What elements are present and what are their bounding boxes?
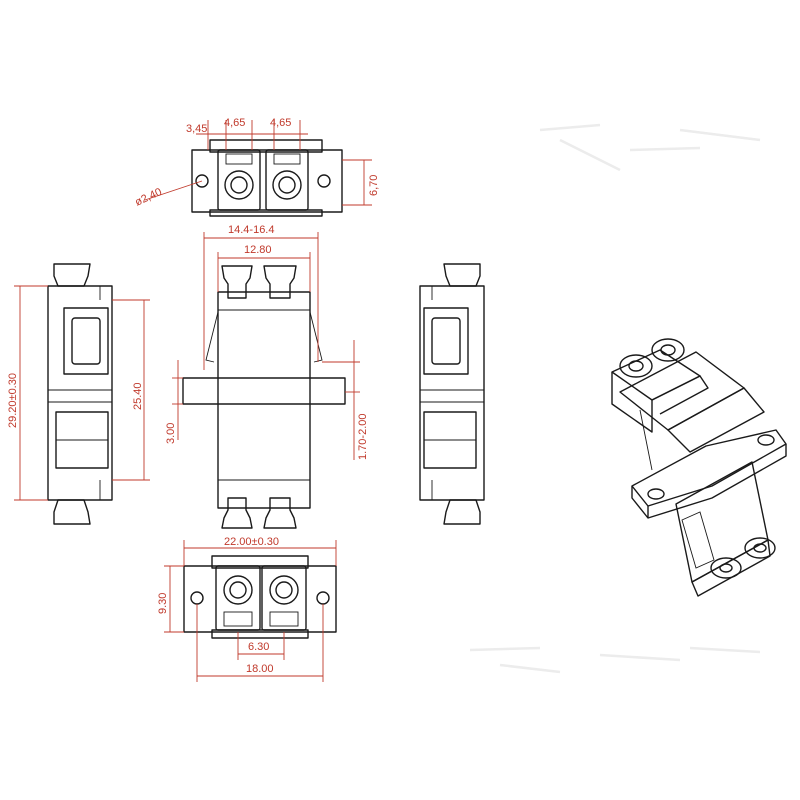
bottom-view xyxy=(183,555,337,639)
dim-hole-diameter: ø2,40 xyxy=(133,186,164,209)
right-side-view xyxy=(419,263,485,525)
dim-25-40: 25.40 xyxy=(132,382,144,410)
top-view-dimensions xyxy=(144,120,372,206)
dim-29-20: 29.20±0.30 xyxy=(7,373,19,428)
dim-18-00: 18.00 xyxy=(246,663,274,675)
watermark xyxy=(469,123,761,674)
top-view xyxy=(191,139,343,217)
dim-4-65-left: 4,65 xyxy=(224,117,245,129)
dim-3-45: 3,45 xyxy=(186,123,207,135)
dim-4-65-right: 4,65 xyxy=(270,117,291,129)
front-view xyxy=(182,265,346,529)
dim-3-00: 3.00 xyxy=(165,423,177,444)
dim-22-00: 22.00±0.30 xyxy=(224,536,279,548)
front-view-dimensions xyxy=(172,232,360,460)
left-side-view-dimensions xyxy=(14,285,150,501)
left-side-view xyxy=(47,263,113,525)
dim-6-70: 6,70 xyxy=(368,175,380,196)
dim-14-4-16-4: 14.4-16.4 xyxy=(228,224,274,236)
dim-9-30: 9.30 xyxy=(157,593,169,614)
dim-12-80: 12.80 xyxy=(244,244,272,256)
dim-6-30: 6.30 xyxy=(248,641,269,653)
bottom-view-dimensions xyxy=(164,540,337,682)
dim-1-70-2-00: 1.70-2.00 xyxy=(357,414,369,460)
isometric-view xyxy=(611,338,787,597)
